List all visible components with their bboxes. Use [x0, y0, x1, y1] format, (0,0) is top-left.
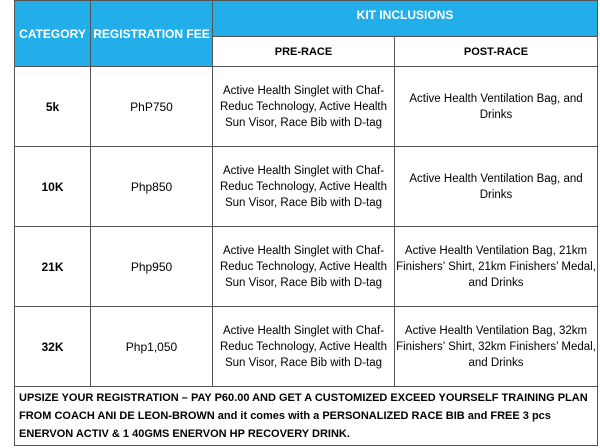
registration-table-wrapper: CATEGORY REGISTRATION FEE KIT INCLUSIONS…	[13, 0, 599, 448]
category-cell: 5k	[14, 66, 91, 147]
table-row: 21K Php950 Active Health Singlet with Ch…	[14, 226, 599, 307]
post-race-cell: Active Health Ventilation Bag, and Drink…	[393, 66, 599, 147]
pre-race-cell: Active Health Singlet with Chaf-Reduc Te…	[212, 146, 395, 227]
registration-table: CATEGORY REGISTRATION FEE KIT INCLUSIONS…	[13, 0, 599, 446]
header-category: CATEGORY	[14, 0, 91, 67]
upsize-promo-note: UPSIZE YOUR REGISTRATION – PAY P60.00 AN…	[13, 386, 599, 446]
table-row: 32K Php1,050 Active Health Singlet with …	[14, 306, 599, 387]
fee-cell: PhP750	[90, 66, 213, 147]
header-registration-fee: REGISTRATION FEE	[90, 0, 213, 67]
category-cell: 10K	[14, 146, 91, 227]
category-cell: 21K	[14, 226, 91, 307]
category-cell: 32K	[14, 306, 91, 387]
header-pre-race: PRE-RACE	[212, 36, 395, 67]
fee-cell: Php850	[90, 146, 213, 227]
table-row: 5k PhP750 Active Health Singlet with Cha…	[14, 66, 599, 147]
pre-race-cell: Active Health Singlet with Chaf-Reduc Te…	[212, 226, 395, 307]
header-kit-inclusions: KIT INCLUSIONS	[211, 0, 599, 37]
post-race-cell: Active Health Ventilation Bag, 32km Fini…	[393, 306, 599, 387]
pre-race-cell: Active Health Singlet with Chaf-Reduc Te…	[212, 66, 395, 147]
fee-cell: Php950	[90, 226, 213, 307]
fee-cell: Php1,050	[90, 306, 213, 387]
table-row: 10K Php850 Active Health Singlet with Ch…	[14, 146, 599, 227]
pre-race-cell: Active Health Singlet with Chaf-Reduc Te…	[212, 306, 395, 387]
post-race-cell: Active Health Ventilation Bag, and Drink…	[393, 146, 599, 227]
post-race-cell: Active Health Ventilation Bag, 21km Fini…	[393, 226, 599, 307]
header-post-race: POST-RACE	[393, 36, 599, 67]
